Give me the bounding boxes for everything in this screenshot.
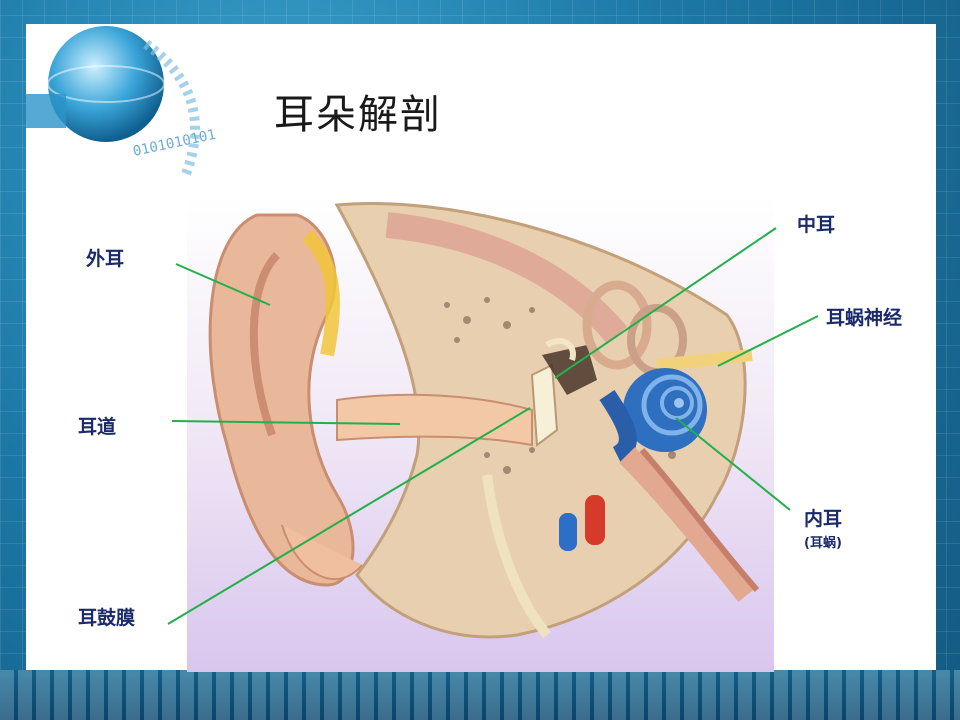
bottom-decor-strip	[0, 670, 960, 720]
label-inner-ear: 内耳	[804, 508, 843, 530]
page-title: 耳朵解剖	[274, 92, 442, 138]
label-eardrum: 耳鼓膜	[78, 607, 136, 629]
ear-anatomy-figure	[187, 195, 774, 672]
label-cochlear-nerve: 耳蜗神经	[826, 307, 903, 329]
ear-illustration	[208, 201, 760, 639]
label-middle-ear: 中耳	[797, 214, 836, 236]
label-ear-canal: 耳道	[78, 416, 117, 438]
label-inner-ear-sub: (耳蜗)	[804, 536, 842, 551]
logo-digits: 0101010101	[132, 127, 218, 160]
label-outer-ear: 外耳	[86, 248, 125, 270]
globe-logo-icon: 0101010101	[26, 26, 218, 176]
